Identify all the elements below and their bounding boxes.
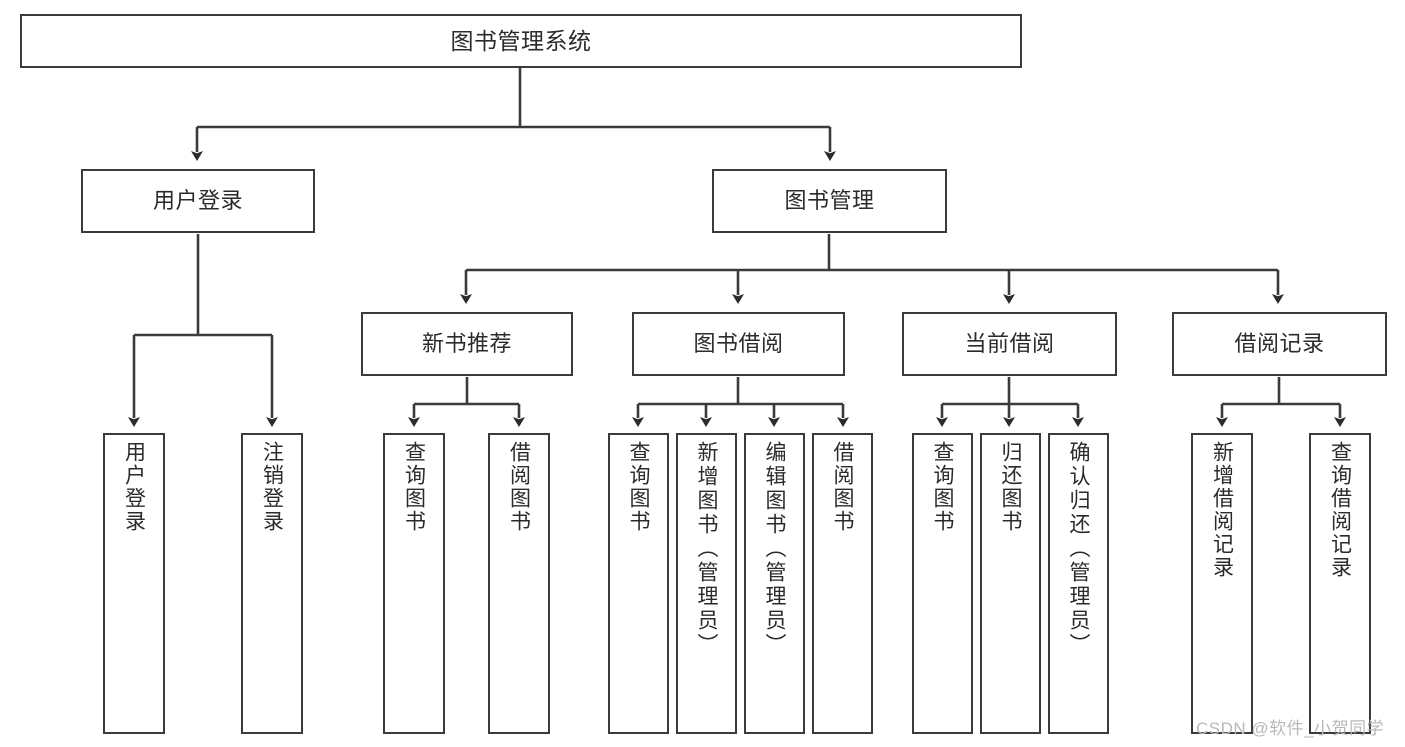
node-current-borrow[interactable]: 当前借阅: [902, 312, 1117, 376]
node-user-login[interactable]: 用户登录: [81, 169, 315, 233]
leaf-logout-login[interactable]: 注销登录: [241, 433, 303, 734]
leaf-query-book-2[interactable]: 查询图书: [608, 433, 669, 734]
watermark: CSDN @软件_小贺同学: [1196, 719, 1385, 738]
leaf-borrow-book-2[interactable]: 借阅图书: [812, 433, 873, 734]
leaf-borrow-book-1[interactable]: 借阅图书: [488, 433, 550, 734]
leaf-confirm-return[interactable]: 确认归还（管理员）: [1048, 433, 1109, 734]
node-book-borrow[interactable]: 图书借阅: [632, 312, 845, 376]
leaf-logout-login-label: 注销登录: [260, 441, 284, 533]
leaf-add-book[interactable]: 新增图书（管理员）: [676, 433, 737, 734]
node-new-book-recommend-label: 新书推荐: [421, 331, 512, 357]
leaf-return-book[interactable]: 归还图书: [980, 433, 1041, 734]
node-new-book-recommend[interactable]: 新书推荐: [361, 312, 573, 376]
node-user-login-label: 用户登录: [152, 188, 243, 214]
node-root[interactable]: 图书管理系统: [20, 14, 1022, 68]
leaf-query-book-1[interactable]: 查询图书: [383, 433, 445, 734]
leaf-edit-book-label: 编辑图书（管理员）: [763, 441, 786, 657]
node-book-management-label: 图书管理: [784, 188, 875, 214]
leaf-query-record[interactable]: 查询借阅记录: [1309, 433, 1371, 734]
leaf-query-book-1-label: 查询图书: [402, 441, 426, 533]
leaf-query-book-3[interactable]: 查询图书: [912, 433, 973, 734]
leaf-user-login-label: 用户登录: [122, 441, 146, 533]
leaf-query-book-3-label: 查询图书: [931, 441, 954, 533]
node-borrow-record[interactable]: 借阅记录: [1172, 312, 1387, 376]
leaf-return-book-label: 归还图书: [999, 441, 1022, 533]
node-current-borrow-label: 当前借阅: [964, 331, 1055, 357]
node-book-borrow-label: 图书借阅: [693, 331, 784, 357]
leaf-edit-book[interactable]: 编辑图书（管理员）: [744, 433, 805, 734]
leaf-add-record-label: 新增借阅记录: [1210, 441, 1234, 579]
leaf-confirm-return-label: 确认归还（管理员）: [1067, 441, 1090, 657]
leaf-add-book-label: 新增图书（管理员）: [695, 441, 718, 657]
leaf-borrow-book-2-label: 借阅图书: [831, 441, 854, 533]
leaf-query-record-label: 查询借阅记录: [1328, 441, 1352, 579]
leaf-add-record[interactable]: 新增借阅记录: [1191, 433, 1253, 734]
leaf-borrow-book-1-label: 借阅图书: [507, 441, 531, 533]
leaf-query-book-2-label: 查询图书: [627, 441, 650, 533]
node-root-label: 图书管理系统: [450, 27, 592, 54]
node-book-management[interactable]: 图书管理: [712, 169, 947, 233]
node-borrow-record-label: 借阅记录: [1234, 331, 1325, 357]
leaf-user-login[interactable]: 用户登录: [103, 433, 165, 734]
